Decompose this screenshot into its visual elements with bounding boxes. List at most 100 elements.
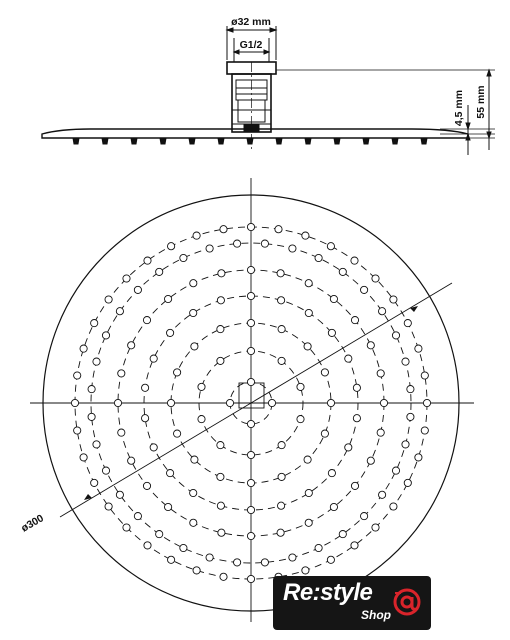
nozzle-hole: [260, 558, 269, 567]
nozzle-hole: [389, 502, 398, 511]
nozzle-hole: [173, 429, 182, 438]
nozzle-hole: [143, 256, 152, 265]
nozzle-hole: [216, 325, 225, 334]
nozzle-hole: [376, 369, 385, 378]
nozzle-hole: [115, 307, 124, 316]
nozzle-hole: [401, 357, 410, 366]
nozzle-hole: [113, 398, 123, 408]
nozzle-hole: [246, 346, 256, 356]
nozzle-hole: [141, 414, 150, 423]
side-nozzle: [246, 137, 254, 145]
nozzle-hole: [320, 429, 329, 438]
thread-label: G1/2: [240, 39, 263, 51]
nozzle-hole: [117, 428, 126, 437]
nozzle-hole: [276, 269, 285, 278]
nozzle-hole: [344, 354, 353, 363]
nozzle-hole: [246, 419, 256, 429]
nozzle-hole: [403, 478, 412, 487]
nozzle-hole: [205, 244, 214, 253]
nozzle-hole: [260, 239, 269, 248]
side-nozzle: [304, 137, 312, 145]
nozzle-hole: [216, 441, 225, 450]
nozzle-hole: [190, 455, 199, 464]
nozzle-hole: [329, 502, 338, 512]
nozzle-hole: [173, 368, 182, 377]
nozzle-hole: [79, 453, 88, 462]
nozzle-hole: [277, 441, 286, 450]
nozzle-hole: [420, 426, 429, 435]
nozzle-hole: [205, 553, 214, 562]
nozzle-ring: [143, 295, 359, 511]
nozzle-hole: [288, 553, 297, 562]
nozzle-hole: [149, 443, 158, 452]
nozzle-hole: [246, 318, 256, 328]
top-view: [30, 178, 474, 622]
nozzle-hole: [70, 398, 80, 408]
top-diameter-label: ø32 mm: [231, 16, 271, 28]
nozzle-hole: [326, 242, 335, 251]
nozzle-hole: [246, 222, 256, 232]
nozzle-hole: [326, 398, 336, 408]
nozzle-hole: [73, 371, 82, 380]
side-nozzle: [188, 137, 196, 145]
nozzle-hole: [141, 383, 150, 392]
side-nozzle: [101, 137, 109, 145]
nozzle-hole: [350, 541, 359, 550]
nozzle-hole: [101, 466, 111, 475]
nozzle-hole: [327, 328, 336, 337]
nozzle-hole: [366, 456, 375, 465]
nozzle-hole: [87, 412, 96, 421]
nozzle-hole: [179, 543, 188, 553]
nozzle-hole: [246, 450, 256, 460]
nozzle-hole: [389, 295, 398, 304]
center-hub: [238, 382, 265, 409]
nozzle-hole: [296, 415, 305, 424]
side-nozzle: [391, 137, 399, 145]
nozzle-hole: [414, 453, 423, 462]
nozzle-hole: [352, 414, 361, 423]
nozzle-hole: [189, 279, 198, 288]
nozzle-hole: [216, 501, 225, 510]
side-nozzle: [275, 137, 283, 145]
side-nozzle: [362, 137, 370, 145]
nozzle-hole: [197, 415, 206, 424]
nozzle-hole: [304, 279, 313, 288]
nozzle-hole: [403, 319, 412, 328]
nozzle-hole: [406, 412, 415, 421]
nozzle-hole: [164, 294, 173, 304]
side-nozzle: [420, 137, 428, 145]
logo-brand-text: Re:style: [283, 579, 373, 606]
nozzle-hole: [277, 356, 286, 365]
nozzle-hole: [189, 488, 198, 498]
nozzle-hole: [133, 512, 142, 521]
nozzle-hole: [350, 256, 359, 265]
nozzle-hole: [92, 357, 101, 366]
nozzle-hole: [189, 518, 198, 527]
nozzle-hole: [166, 469, 175, 478]
nozzle-hole: [366, 341, 375, 350]
nozzle-hole: [190, 342, 199, 351]
nozzle-hole: [371, 274, 380, 283]
nozzle-hole: [155, 530, 164, 539]
nozzle-hole: [189, 308, 198, 318]
nozzle-hole: [304, 488, 313, 498]
nozzle-hole: [122, 274, 131, 283]
nozzle-hole: [329, 294, 338, 304]
nozzle-hole: [246, 531, 256, 541]
nozzle-hole: [344, 443, 353, 452]
nozzle-hole: [166, 328, 175, 337]
nozzle-hole: [326, 555, 335, 564]
nozzle-hole: [179, 253, 188, 263]
nozzle-hole: [301, 566, 310, 575]
nozzle-hole: [92, 440, 101, 449]
nozzle-hole: [352, 383, 361, 392]
nozzle-hole: [233, 239, 242, 248]
nozzle-hole: [164, 502, 173, 512]
nozzle-hole: [192, 231, 201, 240]
nozzle-hole: [246, 265, 256, 275]
nozzle-hole: [277, 472, 286, 481]
nozzle-hole: [216, 472, 225, 481]
nozzle-hole: [350, 316, 360, 325]
nozzle-hole: [73, 426, 82, 435]
nozzle-hole: [133, 285, 142, 294]
